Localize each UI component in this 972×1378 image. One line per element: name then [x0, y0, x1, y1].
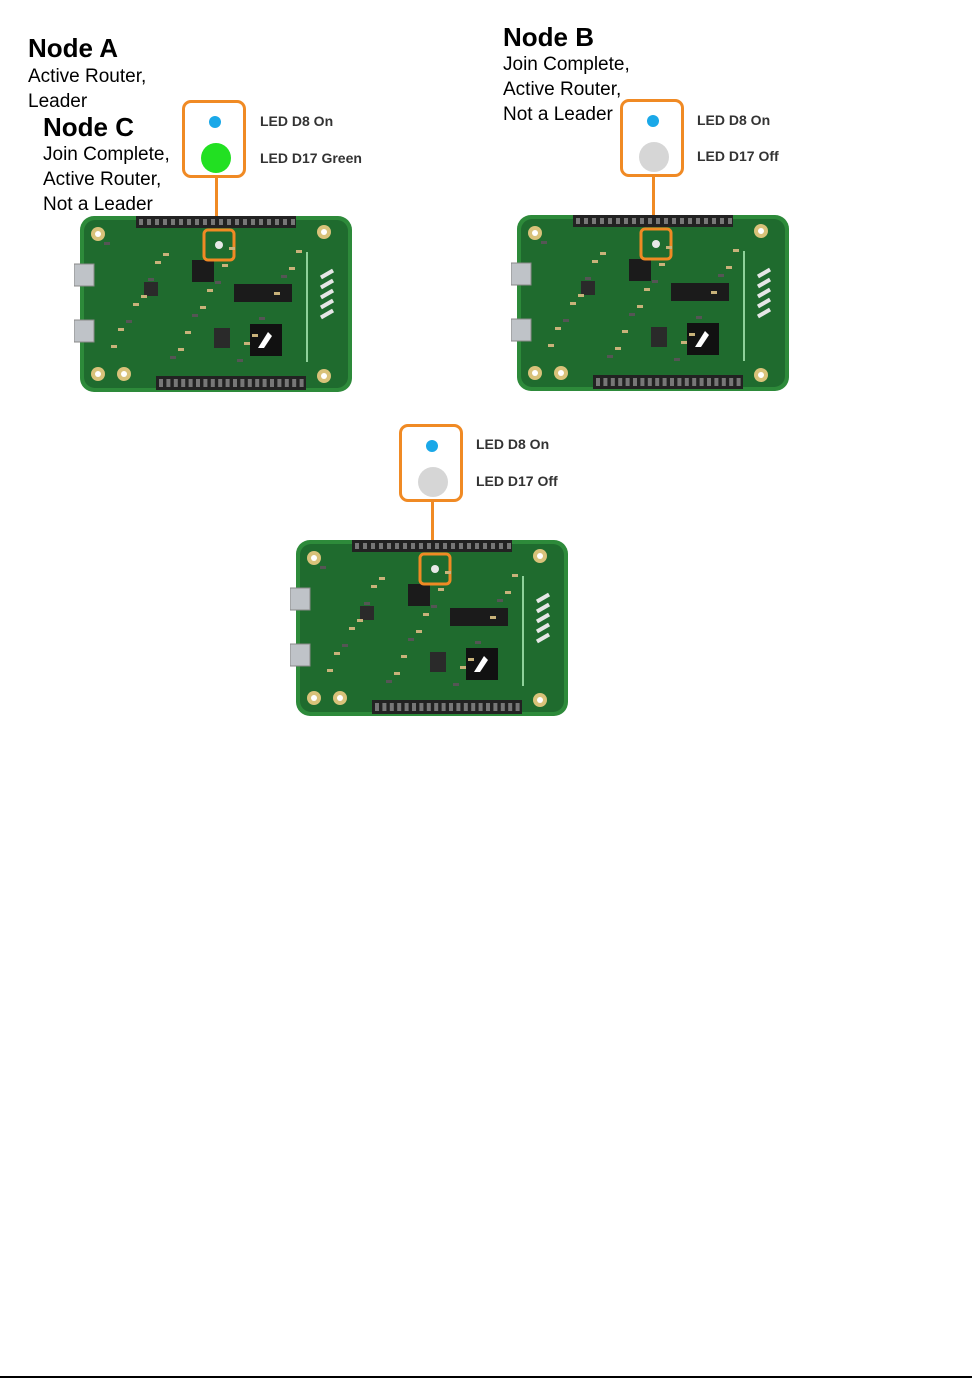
led-d8-indicator-icon [647, 115, 659, 127]
node-c-title: Node C [43, 112, 134, 142]
node-b-status-line: Active Router, [503, 79, 622, 100]
led-d8-indicator-icon [209, 116, 221, 128]
node-c-status-line: Join Complete, [43, 144, 170, 165]
development-board-icon [511, 215, 789, 391]
development-board-icon [74, 216, 352, 392]
led-d8-indicator-icon [426, 440, 438, 452]
led-callout-box [182, 100, 246, 178]
callout-connector [215, 178, 218, 222]
node-c-status-line: Not a Leader [43, 194, 153, 215]
node-b-status-line: Not a Leader [503, 104, 613, 125]
led-callout-box [399, 424, 463, 502]
callout-connector [652, 177, 655, 221]
node-a-status-line: Leader [28, 91, 88, 112]
callout-connector [431, 502, 434, 546]
led-d17-label: LED D17 Off [476, 473, 558, 489]
node-a-title: Node A [28, 33, 119, 63]
led-d17-label: LED D17 Green [260, 150, 362, 166]
led-d17-indicator-icon [639, 142, 669, 172]
node-a-status-line: Active Router, [28, 66, 147, 87]
led-callout-box [620, 99, 684, 177]
led-d17-indicator-icon [418, 467, 448, 497]
node-c-status-line: Active Router, [43, 169, 162, 190]
node-b-title: Node B [503, 22, 594, 52]
led-d8-label: LED D8 On [476, 436, 550, 452]
led-d17-label: LED D17 Off [697, 148, 779, 164]
led-d17-indicator-icon [201, 143, 231, 173]
led-d8-label: LED D8 On [260, 113, 334, 129]
node-b-status-line: Join Complete, [503, 54, 630, 75]
development-board-icon [290, 540, 568, 716]
page-bottom-rule [0, 1376, 972, 1378]
led-d8-label: LED D8 On [697, 112, 771, 128]
